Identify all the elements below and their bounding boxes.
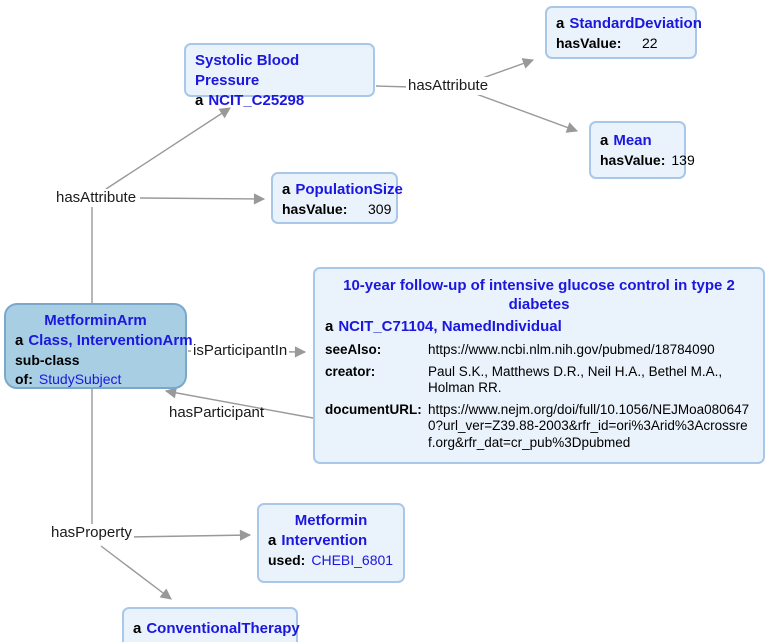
property-label: seeAlso: [325,342,382,357]
property-value: 139 [671,151,695,168]
type-term-link[interactable]: StandardDeviation [569,15,702,32]
property-row: seeAlso: https://www.ncbi.nlm.nih.gov/pub… [325,342,753,359]
property-label: creator: [325,363,376,379]
node-title: 10-year follow-up of intensive glucose c… [343,277,735,313]
node-study-publication[interactable]: 10-year follow-up of intensive glucose c… [313,267,765,464]
subclass-value-link[interactable]: StudySubject [38,371,122,387]
property-row: hasValue: 22 [556,34,686,53]
edge-hasproperty-to-metformin [127,529,252,541]
type-term-link[interactable]: NCIT_C71104, NamedIndividual [338,318,562,335]
node-title: Systolic Blood Pressure [195,52,300,89]
type-prefix: a [268,532,277,549]
property-row: hasValue: 139 [600,151,695,170]
property-label: used: [268,552,306,568]
property-label: sub-class of: [15,352,80,387]
type-prefix: a [195,92,204,109]
document-url[interactable]: https://www.nejm.org/doi/full/10.1056/NE… [428,401,750,450]
edge-hasattribute-to-population-size [139,193,266,205]
edge-label-hasproperty: hasProperty [49,524,134,542]
property-label: hasValue: [600,151,666,168]
property-row: hasValue: 309 [282,200,391,219]
edge-label-hasattribute-top: hasAttribute [406,77,491,95]
type-term-link[interactable]: PopulationSize [295,181,403,198]
type-prefix: a [282,181,291,198]
edge-hasattribute-to-systolic [105,107,231,190]
edge-hasproperty-to-conventional-therapy [100,545,172,600]
property-label: documentURL: [325,401,422,417]
type-prefix: a [600,131,609,149]
type-prefix: a [133,620,142,637]
type-term-link[interactable]: Mean [613,131,652,149]
edge-label-hasattribute-left: hasAttribute [54,189,139,207]
creator-value: Paul S.K., Matthews D.R., Neil H.A., Bet… [428,363,723,396]
type-term-link[interactable]: Class, InterventionArm [28,332,193,349]
edge-label-hasparticipant: hasParticipant [169,404,265,421]
edge-hasattribute-to-mean [467,90,579,133]
property-row: creator: Paul S.K., Matthews D.R., Neil H… [325,364,753,397]
property-label: hasValue: [556,35,622,51]
property-value: 22 [642,35,658,51]
edge-hasparticipant-to-metforminarm [164,387,314,419]
type-term-link[interactable]: NCIT_C25298 [208,92,305,109]
property-row: sub-class of:StudySubject [15,351,176,389]
type-term-link[interactable]: ConventionalTherapy [146,620,300,637]
seealso-url[interactable]: https://www.ncbi.nlm.nih.gov/pubmed/1878… [428,342,715,357]
used-value-link[interactable]: CHEBI_6801 [311,552,394,568]
property-row: used: CHEBI_6801 [268,551,394,570]
type-prefix: a [556,15,565,32]
node-title: Metformin [294,512,368,529]
property-row: documentURL: https://www.nejm.org/doi/ful… [325,402,753,452]
property-value: 309 [368,201,392,217]
edge-label-isparticipantin: isParticipantIn [191,342,290,360]
property-label: hasValue: [282,201,348,217]
node-title: MetforminArm [44,312,147,329]
type-prefix: a [325,318,334,335]
type-prefix: a [15,332,24,349]
type-term-link[interactable]: Intervention [281,532,368,549]
